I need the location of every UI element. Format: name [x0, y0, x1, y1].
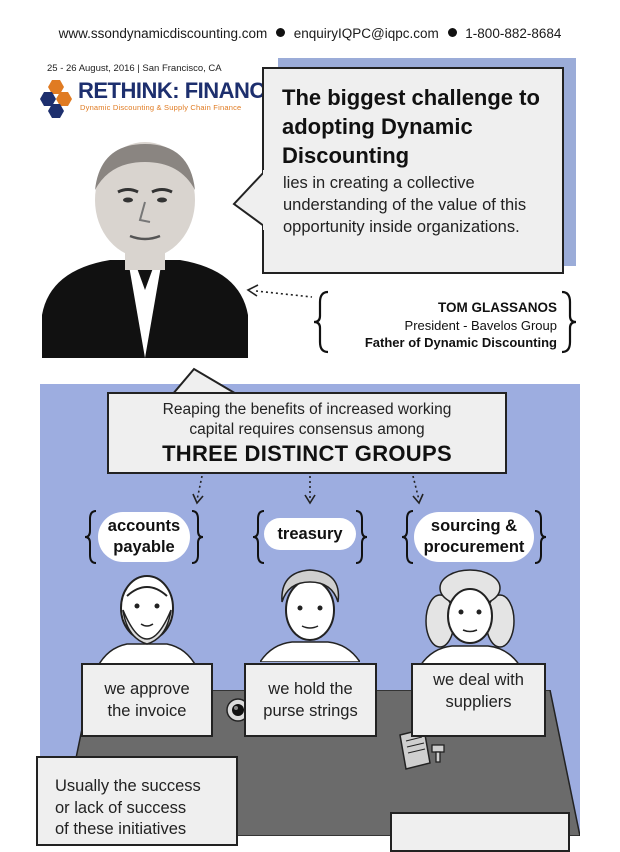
caption-line: we deal with: [433, 671, 524, 689]
group-label-line: payable: [113, 538, 175, 556]
event-date: 25 - 26 August, 2016 | San Francisco, CA: [47, 63, 222, 74]
attribution-tagline: Father of Dynamic Discounting: [364, 335, 557, 350]
bottom-right-box: [390, 812, 570, 852]
caption-line: the invoice: [107, 702, 187, 720]
phone-number[interactable]: 1-800-882-8684: [465, 26, 562, 41]
group-label-line: accounts: [107, 517, 181, 535]
curly-haired-man-illustration: [260, 569, 360, 662]
dotted-arrow-down-icon: [412, 476, 424, 505]
portrait-illustration: [42, 142, 248, 358]
caption-line: suppliers: [445, 693, 512, 711]
bottom-line: of these initiatives: [55, 820, 187, 838]
brace-right-icon: [191, 510, 204, 564]
caption-sourcing-procurement: we deal with suppliers: [411, 663, 546, 737]
quote-tail: [232, 170, 266, 230]
email-link[interactable]: enquiryIQPC@iqpc.com: [293, 26, 439, 41]
group-label-sourcing-procurement: sourcing & procurement: [414, 512, 534, 562]
groups-header-box: [107, 392, 507, 474]
caption-line: we approve: [104, 680, 190, 698]
caption-accounts-payable: we approve the invoice: [81, 663, 213, 737]
groups-header-title: THREE DISTINCT GROUPS: [162, 441, 452, 466]
bottom-text: Usually the success or lack of success o…: [55, 776, 233, 841]
brace-left-icon: [84, 510, 97, 564]
caption-line: we hold the: [268, 680, 353, 698]
quote-box: [262, 67, 564, 274]
group-label-line: procurement: [423, 538, 525, 556]
group-label-line: sourcing &: [430, 517, 518, 535]
dotted-arrow-down-icon: [304, 476, 316, 505]
groups-header-line1: Reaping the benefits of increased workin…: [162, 401, 452, 418]
brace-left-icon: [252, 510, 265, 564]
brace-right-icon: [355, 510, 368, 564]
wigged-man-illustration: [420, 569, 520, 666]
website-link[interactable]: www.ssondynamicdiscounting.com: [58, 26, 268, 41]
attribution-role: President - Bavelos Group: [404, 318, 557, 333]
contact-bar: www.ssondynamicdiscounting.com enquiryIQ…: [0, 26, 620, 41]
group-label-accounts-payable: accounts payable: [98, 512, 190, 562]
dotted-arrow-icon: [246, 284, 313, 298]
bearded-man-illustration: [97, 575, 197, 668]
bullet-separator: [447, 28, 457, 37]
group-label-treasury: treasury: [264, 518, 356, 550]
quote-body: lies in creating a collective understand…: [283, 174, 527, 236]
documents-stamp-icon: [399, 728, 445, 770]
groups-header-line2: capital requires consensus among: [189, 421, 425, 438]
attribution-name: TOM GLASSANOS: [437, 300, 557, 315]
group-label-line: treasury: [277, 524, 343, 543]
bottom-line: or lack of success: [55, 798, 187, 817]
brace-left-icon: [401, 510, 414, 564]
dotted-arrow-down-icon: [192, 476, 204, 505]
brace-left-icon: [313, 290, 329, 354]
caption-treasury: we hold the purse strings: [244, 663, 377, 737]
logo-hexagon-icon: [40, 80, 72, 118]
bottom-line: Usually the success: [55, 777, 201, 795]
logo-title: RETHINK: FINANCE: [78, 78, 280, 103]
logo-subtitle: Dynamic Discounting & Supply Chain Finan…: [80, 103, 242, 112]
quote-title: The biggest challenge to adopting Dynami…: [282, 85, 540, 168]
bullet-separator: [275, 28, 285, 37]
caption-line: purse strings: [263, 702, 358, 720]
brace-right-icon: [534, 510, 547, 564]
brace-right-icon: [561, 290, 577, 354]
